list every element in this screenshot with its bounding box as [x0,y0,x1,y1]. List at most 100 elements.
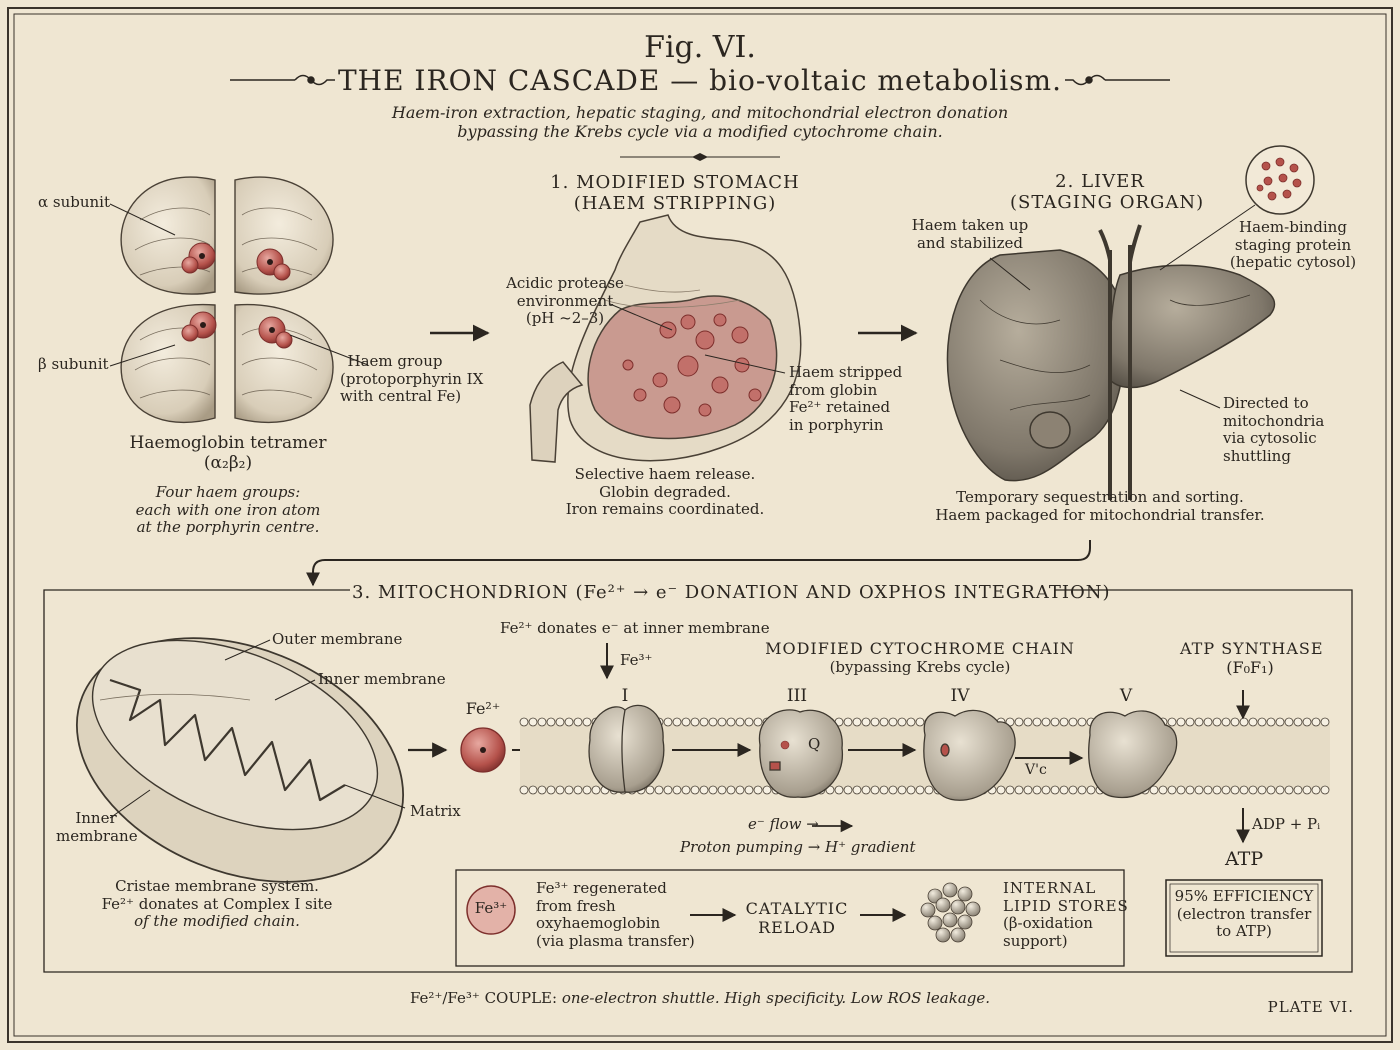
fe2-donates-label: Fe²⁺ donates e⁻ at inner membrane [500,619,770,637]
lipid-head [735,785,745,795]
adp-pi-label: ADP + Pᵢ [1252,815,1321,833]
fe3-label: Fe³⁺ [620,651,653,669]
lipid-head [681,785,691,795]
fe3-badge-label: Fe³⁺ [474,899,508,917]
lipid-head [1212,785,1222,795]
lipid-head [1077,785,1087,795]
haem-taken-up-label: Haem taken up and stabilized [911,216,1029,252]
plate-label: PLATE VI. [1267,998,1354,1016]
title-flourish-left [230,74,335,86]
acid-environment-label: Acidic protease environment (pH ~2–3) [506,274,624,328]
lipid-head [1221,717,1231,727]
lipid-head [645,785,655,795]
stomach-caption: Selective haem release. Globin degraded.… [565,465,765,519]
lipid-head [1203,717,1213,727]
mitochondrion-caption: Cristae membrane system. Fe²⁺ donates at… [101,877,333,931]
outer-membrane-label: Outer membrane [272,630,403,648]
lipid-head [546,785,556,795]
outer-frame [7,7,1393,1043]
lipid-head [1032,785,1042,795]
fe2-label: Fe²⁺ [465,699,501,718]
lipid-head [555,785,565,795]
complex-iv-label: IV [950,686,970,706]
lipid-head [843,717,853,727]
lipid-head [1275,785,1285,795]
chain-flow-arrows [672,743,1084,765]
stomach-leader-lines [609,303,786,374]
complex-i-protein [588,704,665,793]
lipid-head [1050,717,1060,727]
subtitle-line-2: bypassing the Krebs cycle via a modified… [457,121,943,141]
liver-illustration [946,224,1276,500]
haemoglobin-leader-lines [109,203,369,367]
subtitle-divider [620,153,780,161]
inner-membrane-label-lower: Inner membrane [56,809,138,845]
lipid-head [672,717,682,727]
lipid-head [1014,785,1024,795]
lipid-head [1275,717,1285,727]
lipid-head [1014,717,1024,727]
lipid-head [762,785,772,795]
mitochondrion-leader-lines [109,639,406,819]
lipid-head [528,785,538,795]
lipid-head [924,785,934,795]
lipid-head [1059,785,1069,795]
lipid-head [744,785,754,795]
lipid-head [582,785,592,795]
lipid-head [1257,785,1267,795]
lipid-head [1284,785,1294,795]
haem-stripped-label: Haem stripped from globin Fe²⁺ retained … [789,363,903,435]
liver-leader-lines [989,204,1256,409]
arrow-liver-to-mitochondrion [306,540,1091,587]
lipid-head [861,785,871,795]
lipid-stores-label: INTERNAL LIPID STORES (β-oxidation suppo… [1003,879,1129,951]
lipid-head [1266,717,1276,727]
lipid-head [1239,785,1249,795]
efficiency-box [1165,879,1323,957]
lipid-head [519,785,529,795]
staging-protein-label: Haem-binding staging protein (hepatic cy… [1229,218,1357,272]
title-flourish-right [1065,74,1170,86]
proton-pumping-label: Proton pumping → H⁺ gradient [680,838,916,856]
complex-v-label: V [1119,686,1133,706]
lipid-head [1050,785,1060,795]
complex-iii-label: III [786,686,808,706]
lipid-head [1185,785,1195,795]
efficiency-label: 95% EFFICIENCY (electron transfer to ATP… [1174,887,1314,941]
beta-subunit-label: β subunit [38,355,109,373]
lipid-head [1176,785,1186,795]
lipid-head [1068,717,1078,727]
fe3-badge-icon [466,885,516,935]
lipid-head [906,717,916,727]
catalytic-reload-box [455,869,1125,967]
lipid-head [528,717,538,727]
lipid-head [573,717,583,727]
lipid-head [1185,717,1195,727]
lipid-head [861,717,871,727]
haem-group-label: Haem group (protoporphyrin IX with centr… [340,352,484,406]
lipid-head [852,717,862,727]
lipid-head [1302,717,1312,727]
lipid-head [1167,717,1177,727]
lipid-head [1266,785,1276,795]
directed-to-mito-label: Directed to mitochondria via cytosolic s… [1223,394,1325,466]
stomach-title: 1. MODIFIED STOMACH (HAEM STRIPPING) [550,172,800,215]
q-label: Q [808,735,821,753]
lipid-head [663,717,673,727]
lipid-head [1005,785,1015,795]
lipid-head [834,785,844,795]
lipid-head [564,717,574,727]
lipid-head [1212,717,1222,727]
lipid-head [1230,785,1240,795]
lipid-head [1230,717,1240,727]
inner-membrane-label: Inner membrane [318,670,446,688]
lipid-head [1311,785,1321,795]
fe2-ion-core [480,747,486,753]
lipid-head [1257,717,1267,727]
lipid-head [879,785,889,795]
lipid-head [870,717,880,727]
lipid-head [663,785,673,795]
lipid-head [537,785,547,795]
